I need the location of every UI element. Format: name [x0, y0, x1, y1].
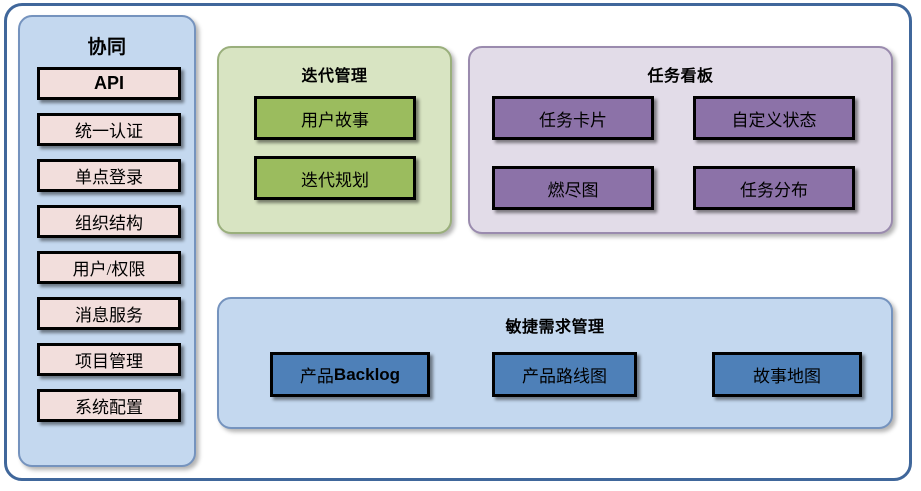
sidebar-item-message-service[interactable]: 消息服务 — [37, 297, 181, 330]
iteration-item-user-story[interactable]: 用户故事 — [254, 96, 416, 140]
agile-item-product-roadmap[interactable]: 产品路线图 — [492, 352, 637, 397]
collaboration-item-list: API 统一认证 单点登录 组织结构 用户/权限 消息服务 项目管理 系统配置 — [37, 67, 181, 435]
sidebar-item-user-permission[interactable]: 用户/权限 — [37, 251, 181, 284]
iteration-item-iteration-planning[interactable]: 迭代规划 — [254, 156, 416, 200]
latin-run: Backlog — [333, 364, 401, 384]
panel-agile-requirements-title: 敏捷需求管理 — [505, 319, 605, 336]
sidebar-item-system-config[interactable]: 系统配置 — [37, 389, 181, 422]
taskboard-item-custom-status[interactable]: 自定义状态 — [693, 96, 855, 140]
panel-iteration-management[interactable]: 迭代管理 用户故事 迭代规划 — [217, 46, 452, 234]
panel-task-board-title: 任务看板 — [647, 68, 714, 85]
sidebar-item-org-structure[interactable]: 组织结构 — [37, 205, 181, 238]
taskboard-item-task-card[interactable]: 任务卡片 — [492, 96, 654, 140]
taskboard-item-task-distribution[interactable]: 任务分布 — [693, 166, 855, 210]
sidebar-item-project-management[interactable]: 项目管理 — [37, 343, 181, 376]
panel-collaboration-title: 协同 — [87, 37, 127, 58]
panel-task-board[interactable]: 任务看板 任务卡片 自定义状态 燃尽图 任务分布 — [468, 46, 893, 234]
panel-collaboration[interactable]: 协同 API 统一认证 单点登录 组织结构 用户/权限 消息服务 项目管理 系统… — [18, 15, 196, 467]
taskboard-item-burndown-chart[interactable]: 燃尽图 — [492, 166, 654, 210]
panel-iteration-management-title: 迭代管理 — [301, 68, 368, 85]
sidebar-item-api[interactable]: API — [37, 67, 181, 100]
sidebar-item-single-sign-on[interactable]: 单点登录 — [37, 159, 181, 192]
agile-item-story-map[interactable]: 故事地图 — [712, 352, 862, 397]
sidebar-item-unified-auth[interactable]: 统一认证 — [37, 113, 181, 146]
